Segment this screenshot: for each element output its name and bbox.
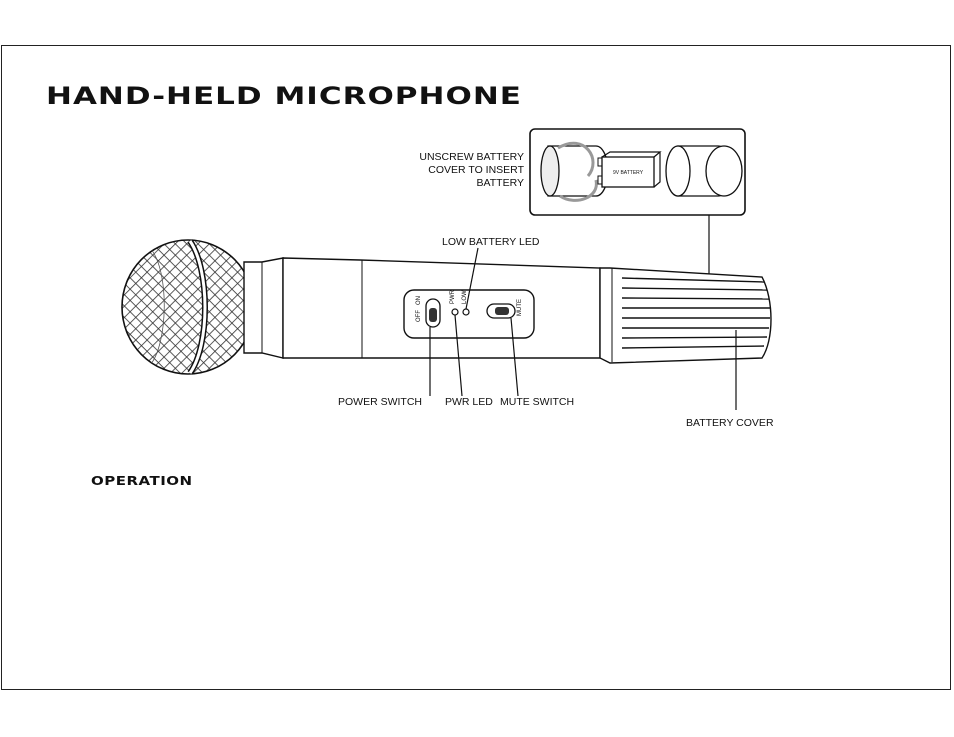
power-switch-knob[interactable]	[429, 308, 437, 322]
low-battery-led	[463, 309, 469, 315]
microphone-head	[122, 240, 254, 374]
microphone-neck	[244, 258, 283, 358]
on-marking: ON	[416, 296, 422, 305]
off-marking: OFF	[416, 310, 422, 322]
battery-label-text: 9V BATTERY	[613, 170, 644, 176]
battery-cover	[600, 268, 771, 363]
mute-switch-knob[interactable]	[495, 307, 509, 315]
battery-inset: 9V BATTERY	[530, 129, 745, 215]
pwr-led	[452, 309, 458, 315]
mute-marking: MUTE	[517, 299, 523, 316]
pwr-marking: PWR	[450, 289, 456, 304]
